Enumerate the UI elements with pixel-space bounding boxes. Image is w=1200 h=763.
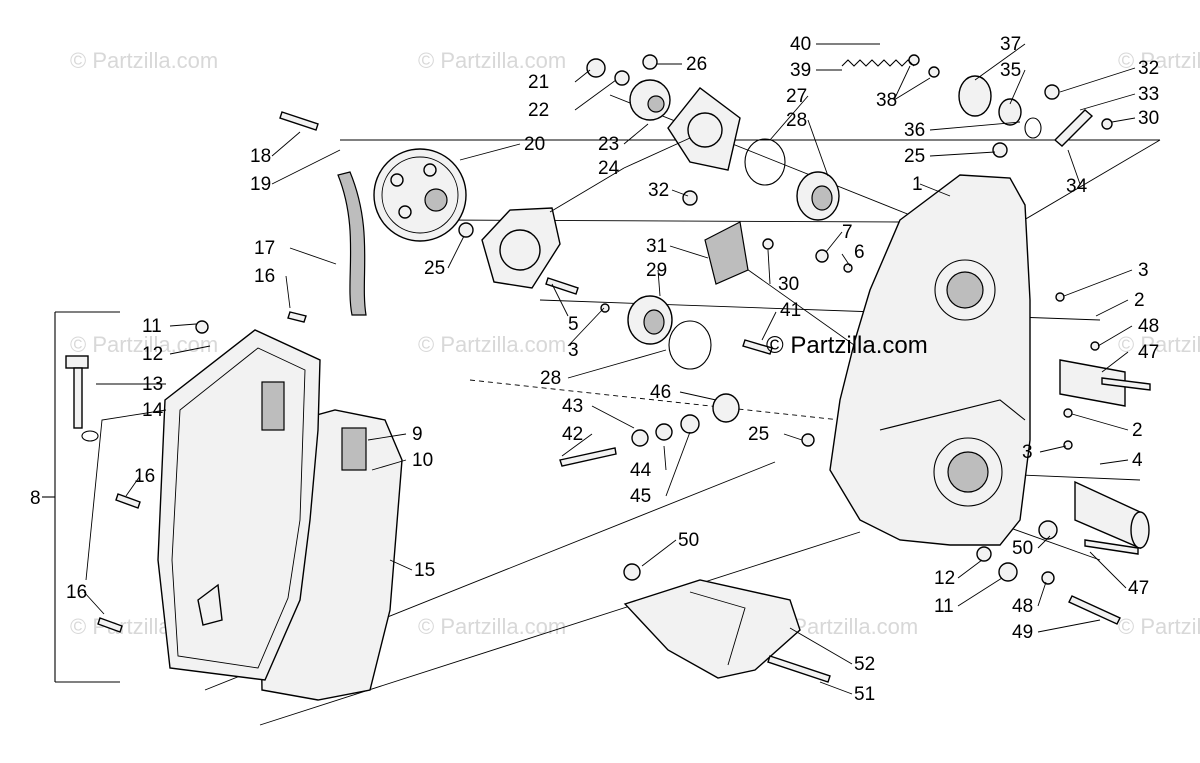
watermark: © Partzilla.com <box>1118 614 1200 639</box>
callout-2: 2 <box>1134 290 1145 311</box>
skid-plate <box>623 579 801 679</box>
callout-25: 25 <box>424 258 445 279</box>
callout-38: 38 <box>876 90 897 111</box>
callout-30: 30 <box>1138 108 1159 129</box>
callout-28: 28 <box>540 368 561 389</box>
callout-3: 3 <box>1022 442 1033 463</box>
callout-39: 39 <box>790 60 811 81</box>
callout-4: 4 <box>1132 450 1143 471</box>
callout-17: 17 <box>254 238 275 259</box>
callout-27: 27 <box>786 86 807 107</box>
bolts <box>97 109 1151 683</box>
callout-47: 47 <box>1128 578 1149 599</box>
callout-6: 6 <box>854 242 865 263</box>
watermark: © Partzilla.com <box>70 48 218 73</box>
callout-24: 24 <box>598 158 620 179</box>
part-8-bracket <box>42 311 120 683</box>
callout-36: 36 <box>904 120 925 141</box>
callout-46: 46 <box>650 382 671 403</box>
drive-chain <box>337 171 367 316</box>
callout-49: 49 <box>1012 622 1033 643</box>
callout-23: 23 <box>598 134 619 155</box>
callout-3: 3 <box>1138 260 1149 281</box>
small-sprocket <box>629 79 671 121</box>
watermark: © Partzilla.com <box>418 614 566 639</box>
chain-case-cover <box>157 329 321 681</box>
callout-32: 32 <box>1138 58 1159 79</box>
callout-29: 29 <box>646 260 667 281</box>
callout-37: 37 <box>1000 34 1021 55</box>
nuts-and-washers <box>81 54 1113 585</box>
spring <box>841 59 915 67</box>
callout-25: 25 <box>904 146 925 167</box>
watermark: © Partzilla.com <box>418 48 566 73</box>
callout-18: 18 <box>250 146 271 167</box>
callout-52: 52 <box>854 654 875 675</box>
shaft-lower <box>1074 480 1150 550</box>
callout-labels: 40 37 39 35 38 26 21 22 27 28 32 33 30 3… <box>30 34 1159 705</box>
callout-47: 47 <box>1138 342 1159 363</box>
callout-48: 48 <box>1138 316 1159 337</box>
shaft-upper <box>1059 359 1126 407</box>
callout-45: 45 <box>630 486 651 507</box>
callout-31: 31 <box>646 236 667 257</box>
callout-16: 16 <box>134 466 155 487</box>
callout-33: 33 <box>1138 84 1159 105</box>
o-ring-upper <box>744 138 786 186</box>
callout-43: 43 <box>562 396 583 417</box>
callout-42: 42 <box>562 424 583 445</box>
callout-40: 40 <box>790 34 811 55</box>
callout-20: 20 <box>524 134 545 155</box>
bearing-lower <box>627 295 673 345</box>
callout-16: 16 <box>66 582 87 603</box>
large-sprocket <box>373 148 467 242</box>
callout-32: 32 <box>648 180 669 201</box>
callout-13: 13 <box>142 374 163 395</box>
callout-16: 16 <box>254 266 275 287</box>
dipstick <box>65 355 89 429</box>
callout-1: 1 <box>912 174 923 195</box>
bearing-plate-lower <box>481 207 561 289</box>
callout-48: 48 <box>1012 596 1033 617</box>
callout-2: 2 <box>1132 420 1143 441</box>
watermark: © Partzilla.com <box>418 332 566 357</box>
callout-21: 21 <box>528 72 549 93</box>
leader-lines <box>83 43 1136 695</box>
callout-25: 25 <box>748 424 769 445</box>
bearing-upper <box>796 171 840 221</box>
bearing-plate-upper <box>667 87 741 171</box>
callout-12: 12 <box>934 568 955 589</box>
callout-50: 50 <box>678 530 699 551</box>
callout-8: 8 <box>30 488 41 509</box>
callout-41: 41 <box>780 300 801 321</box>
watermark-brand: © Partzilla.com <box>766 332 928 359</box>
callout-44: 44 <box>630 460 652 481</box>
callout-22: 22 <box>528 100 549 121</box>
callout-50: 50 <box>1012 538 1033 559</box>
callout-51: 51 <box>854 684 875 705</box>
callout-3: 3 <box>568 340 579 361</box>
callout-35: 35 <box>1000 60 1021 81</box>
callout-34: 34 <box>1066 176 1088 197</box>
callout-12: 12 <box>142 344 163 365</box>
callout-26: 26 <box>686 54 707 75</box>
callout-10: 10 <box>412 450 433 471</box>
callout-30: 30 <box>778 274 799 295</box>
callout-14: 14 <box>142 400 164 421</box>
callout-5: 5 <box>568 314 579 335</box>
callout-15: 15 <box>414 560 435 581</box>
callout-9: 9 <box>412 424 423 445</box>
callout-11: 11 <box>142 316 162 337</box>
callout-28: 28 <box>786 110 807 131</box>
callout-19: 19 <box>250 174 271 195</box>
callout-11: 11 <box>934 596 954 617</box>
watermark: © Partzilla.com <box>70 332 218 357</box>
watermark: © Partzilla.com <box>1118 332 1200 357</box>
chain-tensioner <box>704 221 749 285</box>
o-ring-lower <box>668 320 712 370</box>
gear-case <box>829 174 1031 546</box>
callout-7: 7 <box>842 222 853 243</box>
